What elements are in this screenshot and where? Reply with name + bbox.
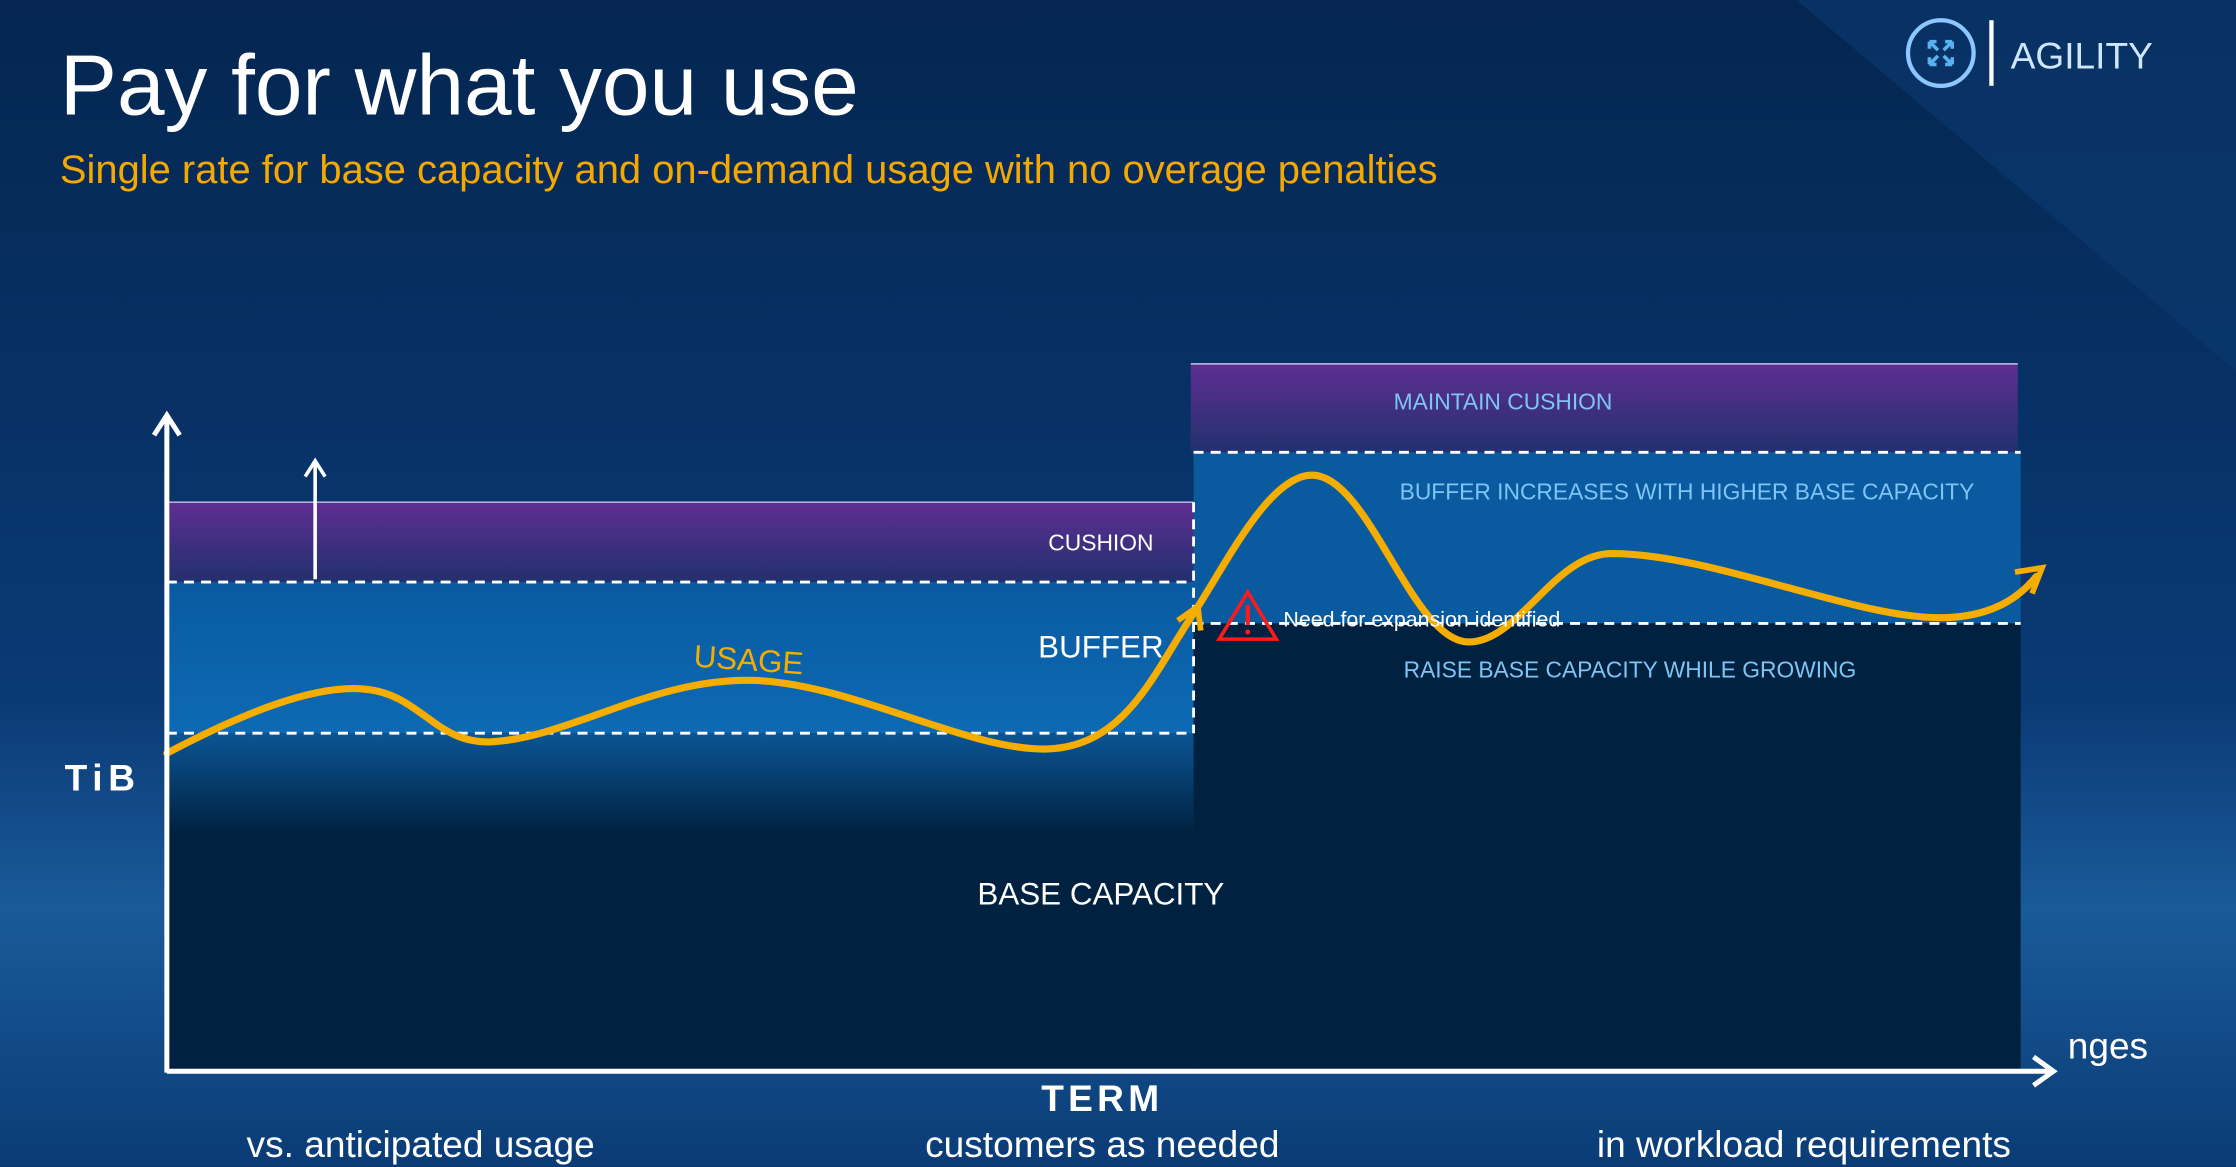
right-cushion-band — [1190, 363, 2018, 453]
cushion-label: CUSHION — [1048, 530, 1153, 556]
left-base-band — [166, 733, 1194, 1070]
footer-col1: vs. anticipated usage — [247, 1123, 595, 1165]
footer-col2: customers as needed — [925, 1123, 1279, 1165]
raise-base-label: RAISE BASE CAPACITY WHILE GROWING — [1404, 657, 1857, 683]
page-title: Pay for what you use — [60, 38, 859, 133]
base-capacity-label: BASE CAPACITY — [977, 876, 1224, 911]
threshold-lines — [166, 450, 2021, 735]
y-axis-label: TiB — [65, 756, 141, 798]
usage-arrowhead — [2014, 564, 2047, 595]
page-subtitle: Single rate for base capacity and on-dem… — [60, 148, 1438, 192]
chart-axes — [151, 410, 2058, 1088]
usage-label: USAGE — [693, 639, 805, 682]
background-accent — [1796, 0, 2236, 372]
expansion-alert: Need for expansion identified — [1283, 607, 1560, 631]
agility-badge: AGILITY — [1905, 18, 2153, 88]
left-buffer-band — [166, 582, 1194, 734]
usage-mid-arrowhead — [1176, 601, 1204, 631]
warning-triangle-icon — [1216, 588, 1280, 641]
small-up-arrow — [303, 457, 327, 580]
left-cushion-band — [166, 502, 1194, 583]
badge-label: AGILITY — [2011, 35, 2153, 77]
buffer-label: BUFFER — [1038, 630, 1163, 665]
footer-col3-fragment: nges — [2068, 1024, 2148, 1066]
badge-divider — [1989, 20, 1994, 86]
buffer-increases-label: BUFFER INCREASES WITH HIGHER BASE CAPACI… — [1400, 478, 1975, 504]
x-axis-label: TERM — [1041, 1077, 1163, 1119]
expand-arrows-icon — [1905, 18, 1976, 88]
footer-col3: in workload requirements — [1597, 1123, 2011, 1165]
maintain-cushion-label: MAINTAIN CUSHION — [1394, 389, 1613, 415]
usage-curve — [163, 471, 2040, 757]
right-base-band — [1193, 623, 2021, 1070]
